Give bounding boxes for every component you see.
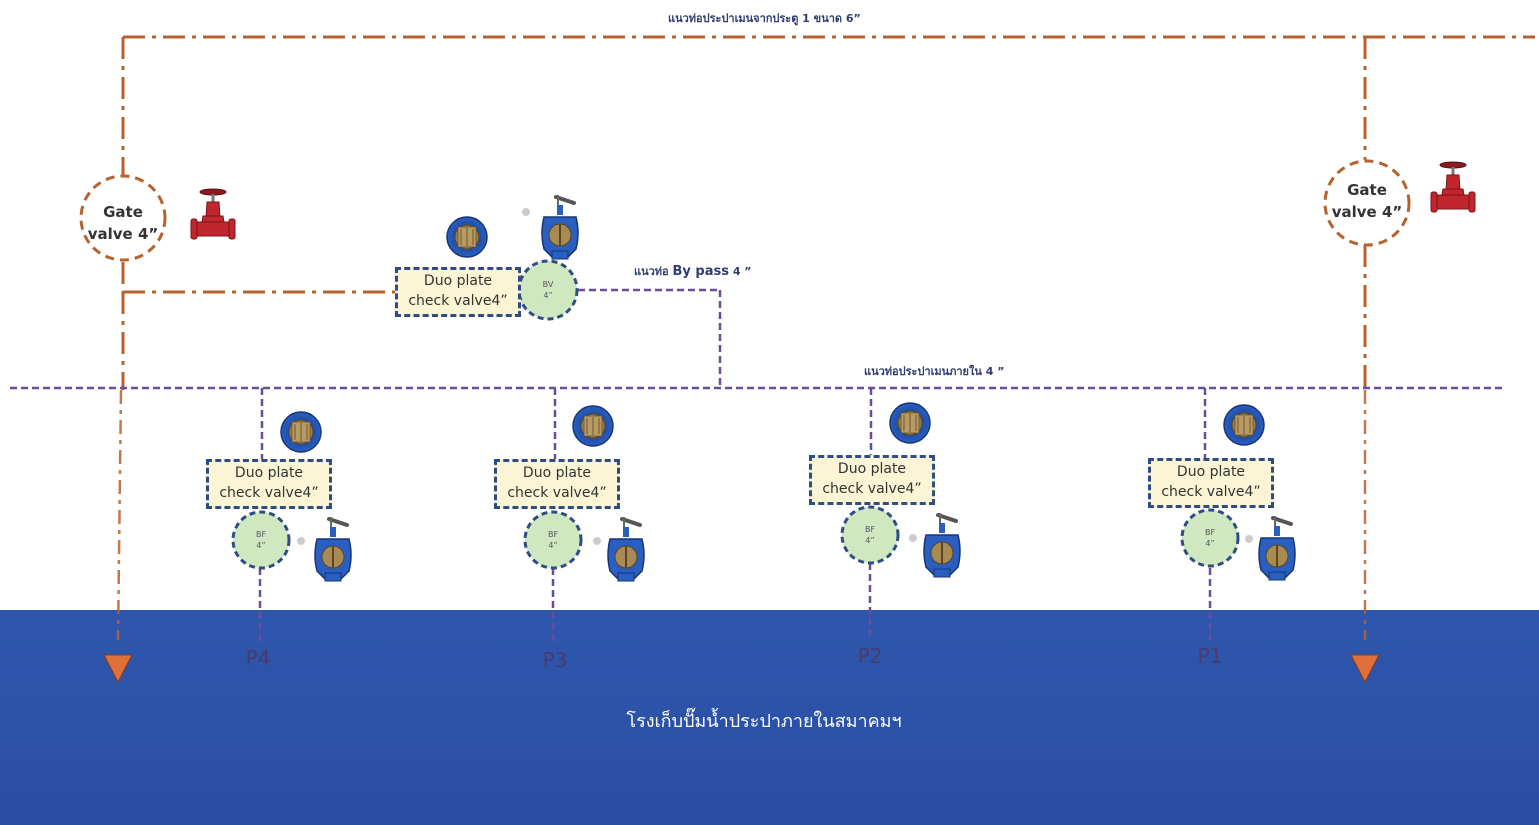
flow-arrow-left: [103, 654, 133, 684]
pump-p3-valve-circle: [523, 510, 583, 570]
gate-valve-right-circle: [1323, 159, 1411, 247]
wafer-check-valve-icon: [446, 216, 488, 258]
external-main-pipe-drops: [116, 389, 1367, 641]
gate-valve-left-line1: Gate: [103, 203, 143, 221]
external-main-pipe: [121, 35, 1535, 390]
pump-p4-check-valve-box: Duo plate check valve4”: [206, 459, 332, 509]
bypass-prefix: แนวท่อ: [634, 265, 669, 278]
pump-p1-label: P1: [1197, 644, 1223, 668]
pump-p4-valve-code: BF: [255, 530, 267, 539]
butterfly-valve-icon: [540, 193, 580, 261]
pump-p3-label: P3: [542, 648, 568, 672]
pump-p3-check-line1: Duo plate: [522, 465, 592, 481]
gate-valve-icon: [189, 187, 237, 241]
dot-marker: [593, 537, 601, 545]
gate-valve-left-line2: valve 4”: [87, 225, 159, 243]
wafer-check-valve-icon: [889, 402, 931, 444]
bypass-check-valve-box: Duo plate check valve4”: [395, 267, 521, 317]
pump-p1-valve-circle: [1180, 508, 1240, 568]
pump-house-title: โรงเก็บปั๊มน้ำประปาภายในสมาคมฯ: [626, 711, 902, 732]
pump-p4-check-line2: check valve4”: [219, 485, 319, 501]
dot-marker: [1245, 535, 1253, 543]
external-main-pipe-label: แนวท่อประปาเมนจากประตู 1 ขนาด 6”: [668, 12, 861, 25]
butterfly-valve-icon: [1257, 514, 1297, 582]
wafer-check-valve-icon: [280, 411, 322, 453]
bypass-size: 4 ”: [732, 265, 752, 278]
bypass-valve-code: BV: [542, 280, 554, 289]
pump-p1-valve-code: BF: [1204, 528, 1216, 537]
pump-house-tank: [0, 610, 1539, 825]
wafer-check-valve-icon: [572, 405, 614, 447]
bypass-pipe-label: แนวท่อ By pass 4 ”: [634, 262, 752, 280]
pump-p4-label: P4: [245, 646, 271, 670]
bypass-name: By pass: [672, 264, 729, 279]
butterfly-valve-icon: [922, 511, 962, 579]
pump-p1-check-valve-box: Duo plate check valve4”: [1148, 458, 1274, 508]
pump-p3-valve-code: BF: [547, 530, 559, 539]
bypass-valve-size: 4”: [543, 291, 553, 300]
pump-p3-check-valve-box: Duo plate check valve4”: [494, 459, 620, 509]
gate-valve-icon: [1429, 160, 1477, 214]
wafer-check-valve-icon: [1223, 404, 1265, 446]
internal-main-pipe-label: แนวท่อประปาเมนภายใน 4 ”: [864, 365, 1005, 378]
pump-p3-check-line2: check valve4”: [507, 485, 607, 501]
bypass-check-line1: Duo plate: [423, 273, 493, 289]
dot-marker: [297, 537, 305, 545]
pump-p1-check-line1: Duo plate: [1176, 464, 1246, 480]
pump-p2-valve-label: BF 4”: [850, 524, 890, 546]
pump-p2-check-line2: check valve4”: [822, 481, 922, 497]
butterfly-valve-icon: [606, 515, 646, 583]
flow-arrow-right: [1350, 654, 1380, 684]
dot-marker: [522, 208, 530, 216]
pump-p2-valve-circle: [840, 505, 900, 565]
gate-valve-left-label: Gate valve 4”: [83, 201, 163, 245]
gate-valve-right-label: Gate valve 4”: [1327, 179, 1407, 223]
pump-p2-check-line1: Duo plate: [837, 461, 907, 477]
pump-p2-label: P2: [857, 644, 883, 668]
pump-p3-valve-label: BF 4”: [533, 529, 573, 551]
bypass-valve-label: BV 4”: [528, 279, 568, 301]
gate-valve-right-line2: valve 4”: [1331, 203, 1403, 221]
pump-p2-valve-size: 4”: [865, 536, 875, 545]
pump-p2-valve-code: BF: [864, 525, 876, 534]
gate-valve-left-circle: [79, 174, 167, 262]
pump-p4-valve-circle: [231, 510, 291, 570]
dot-marker: [909, 534, 917, 542]
pump-p4-valve-label: BF 4”: [241, 529, 281, 551]
pump-p1-valve-size: 4”: [1205, 539, 1215, 548]
pump-p2-check-valve-box: Duo plate check valve4”: [809, 455, 935, 505]
bypass-check-line2: check valve4”: [408, 293, 508, 309]
gate-valve-right-line1: Gate: [1347, 181, 1387, 199]
pump-p4-check-line1: Duo plate: [234, 465, 304, 481]
butterfly-valve-icon: [313, 515, 353, 583]
internal-main-pipe: [10, 288, 1505, 645]
pump-p1-valve-label: BF 4”: [1190, 527, 1230, 549]
pump-p1-check-line2: check valve4”: [1161, 484, 1261, 500]
pump-p3-valve-size: 4”: [548, 541, 558, 550]
pump-p4-valve-size: 4”: [256, 541, 266, 550]
